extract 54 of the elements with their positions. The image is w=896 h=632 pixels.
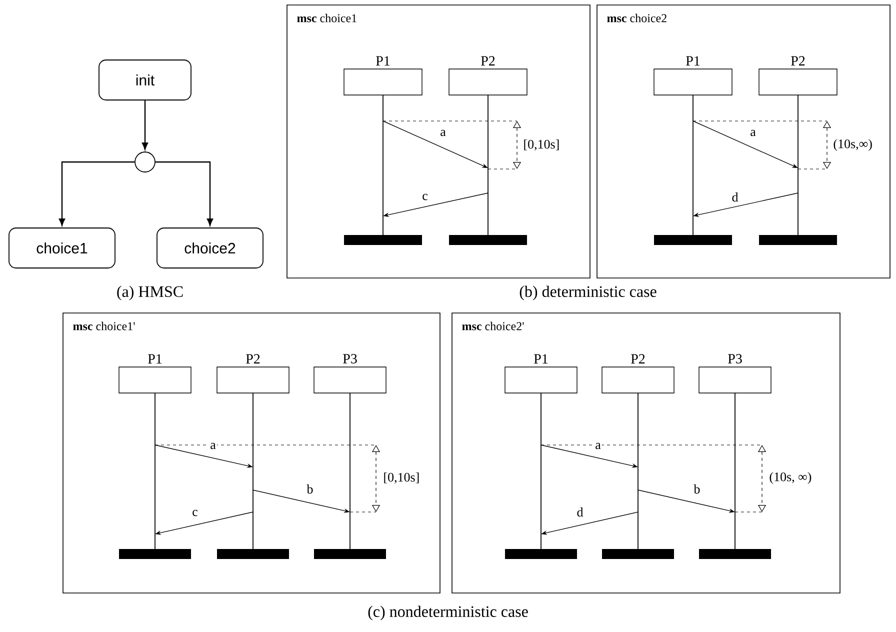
node-label: P1 xyxy=(686,56,700,66)
instance-end-bar xyxy=(449,235,527,245)
message-label: a xyxy=(749,128,757,138)
message-label: b xyxy=(692,483,702,495)
message-label: d xyxy=(576,506,584,518)
caption: (c) nondeterministic case xyxy=(368,606,528,620)
arrow xyxy=(58,161,135,226)
message-label: a xyxy=(594,442,602,450)
node-label: P1 xyxy=(376,56,390,66)
instance-head: P2 xyxy=(216,354,290,394)
instance-end-bar xyxy=(602,549,674,559)
message-label: b xyxy=(306,483,314,495)
node-label: P1 xyxy=(534,354,548,364)
node-label: P2 xyxy=(631,354,645,364)
instance-end-bar xyxy=(505,549,577,559)
node-label: P2 xyxy=(481,56,495,66)
interval-label: [0,10s] xyxy=(384,472,419,484)
instance-end-bar xyxy=(699,549,771,559)
instance-head: P1 xyxy=(118,354,192,394)
instance-head: P1 xyxy=(344,56,422,96)
interval-label: [0,10s] xyxy=(524,140,559,151)
arrow xyxy=(155,161,214,226)
node-label: P2 xyxy=(246,354,260,364)
connector-circle xyxy=(134,152,156,172)
instance-end-bar xyxy=(344,235,422,245)
instance-end-bar xyxy=(217,549,289,559)
node-label: P3 xyxy=(728,354,742,364)
state-box: choice1 xyxy=(8,228,116,268)
node-label: P2 xyxy=(791,56,805,66)
instance-end-bar xyxy=(314,549,386,559)
message-label: c xyxy=(421,192,429,202)
instance-end-bar xyxy=(654,235,732,245)
arrow xyxy=(142,100,148,150)
instance-head: P2 xyxy=(448,56,528,96)
instance-head: P2 xyxy=(602,354,674,394)
message-label: a xyxy=(439,128,447,138)
instance-head: P3 xyxy=(698,354,772,394)
message-label: c xyxy=(191,508,199,518)
instance-head: P2 xyxy=(758,56,838,96)
node-label: P3 xyxy=(343,354,357,364)
state-box: choice2 xyxy=(156,228,264,268)
message-label: a xyxy=(209,442,217,450)
instance-head: P1 xyxy=(504,354,578,394)
message-label: d xyxy=(730,191,740,203)
state-box: init xyxy=(98,60,192,100)
instance-head: P1 xyxy=(654,56,732,96)
caption: (a) HMSC xyxy=(117,286,183,300)
instance-end-bar xyxy=(759,235,837,245)
interval-label: (10s,∞) xyxy=(834,139,872,151)
node-label: P1 xyxy=(148,354,162,364)
instance-end-bar xyxy=(119,549,191,559)
interval-label: (10s, ∞) xyxy=(770,472,812,484)
instance-head: P3 xyxy=(314,354,386,394)
caption: (b) deterministic case xyxy=(520,286,656,300)
